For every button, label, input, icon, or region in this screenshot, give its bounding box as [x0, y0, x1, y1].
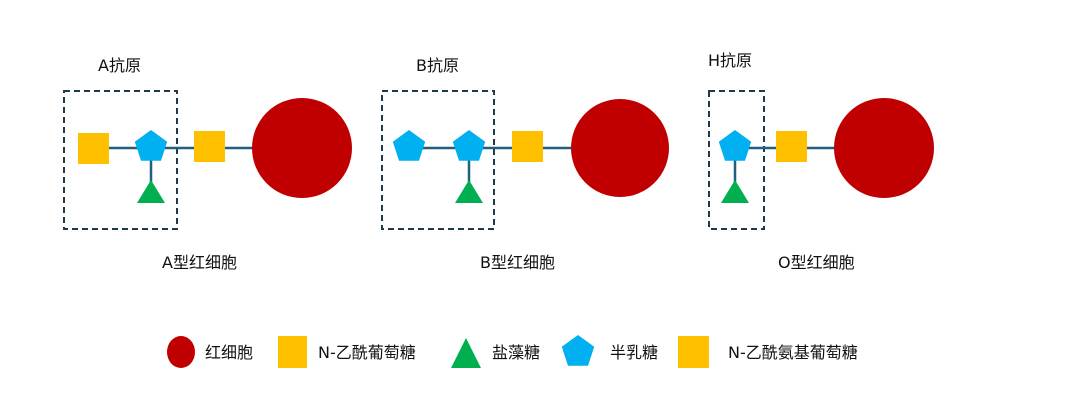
antigen-box [63, 90, 178, 230]
antigen-box [381, 90, 495, 230]
antigen-label: A抗原 [98, 56, 141, 75]
n-acetylglucosamine-square [776, 131, 807, 162]
legend-circle-icon [167, 336, 195, 368]
antigen-label: B抗原 [416, 56, 459, 75]
red-blood-cell [571, 99, 669, 197]
legend: 红细胞 N-乙酰葡萄糖 盐藻糖 半乳糖 N-乙酰氨基葡萄糖 [167, 335, 858, 368]
legend-label: 红细胞 [205, 343, 253, 362]
legend-square-icon [678, 336, 709, 368]
legend-pentagon-icon [561, 335, 595, 366]
galactose-pentagon [134, 130, 168, 161]
panel-a: A抗原 A型红细胞 [63, 56, 352, 272]
cell-label: B型红细胞 [480, 253, 555, 272]
legend-label: 半乳糖 [610, 343, 658, 362]
panel-b: B抗原 B型红细胞 [381, 56, 669, 272]
galactose-pentagon [452, 130, 486, 161]
galactose-pentagon [718, 130, 752, 161]
legend-label: 盐藻糖 [492, 343, 540, 362]
panel-h: H抗原 O型红细胞 [708, 51, 934, 272]
legend-square-icon [278, 336, 307, 368]
antigen-box [708, 90, 765, 230]
red-blood-cell [834, 98, 934, 198]
legend-label: N-乙酰氨基葡萄糖 [728, 343, 858, 362]
legend-triangle-icon [451, 338, 481, 368]
legend-label: N-乙酰葡萄糖 [318, 343, 416, 362]
fucose-triangle [137, 180, 165, 203]
n-acetylglucosamine-square [512, 131, 543, 162]
n-acetylglucose-square [78, 133, 109, 164]
fucose-triangle [721, 180, 749, 203]
fucose-triangle [455, 180, 483, 203]
cell-label: O型红细胞 [778, 253, 855, 272]
red-blood-cell [252, 98, 352, 198]
n-acetylglucosamine-square [194, 131, 225, 162]
antigen-label: H抗原 [708, 51, 752, 70]
cell-label: A型红细胞 [162, 253, 237, 272]
galactose-pentagon [392, 130, 426, 161]
